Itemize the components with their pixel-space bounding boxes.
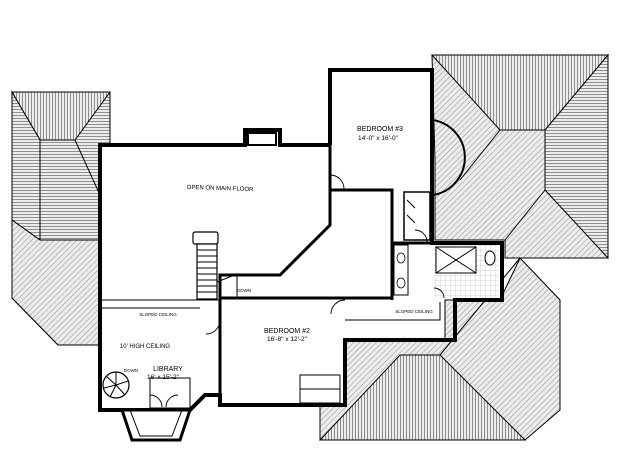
toilet (484, 250, 496, 266)
door-swings (149, 174, 445, 408)
right-lower-roof (318, 257, 561, 441)
library-size: 16' x 15'-2" (147, 374, 180, 381)
high-ceiling-note: 10' HIGH CEILING (120, 344, 170, 350)
bedroom3-size: 14'-0" x 16'-0" (358, 135, 399, 142)
bedroom3-name: BEDROOM #3 (357, 126, 403, 133)
bedroom3-wall (330, 188, 394, 300)
bedroom3-closet (403, 191, 431, 241)
spiral-down-label: DOWN (124, 368, 138, 373)
bedroom2-sloped-ceiling-note: SLOPED CEILING (395, 309, 433, 314)
main-stair (192, 231, 238, 300)
right-upper-roof (430, 53, 610, 260)
bedroom2-size: 16'-8" x 12'-2" (267, 336, 308, 343)
open-on-main-floor-note: OPEN ON MAIN FLOOR (187, 185, 255, 193)
left-roof (11, 90, 111, 346)
spiral-stair (102, 371, 130, 399)
library-name: LIBRARY (153, 366, 183, 373)
exterior-walls (98, 68, 504, 412)
library-closet (149, 377, 191, 409)
open-edge (218, 145, 392, 300)
library-sloped-ceiling-note: SLOPED CEILING (139, 312, 177, 317)
bay-window (432, 119, 466, 196)
stair-down-label: DOWN (237, 288, 251, 293)
bedroom2-name: BEDROOM #2 (264, 328, 310, 335)
vanity (393, 244, 409, 296)
